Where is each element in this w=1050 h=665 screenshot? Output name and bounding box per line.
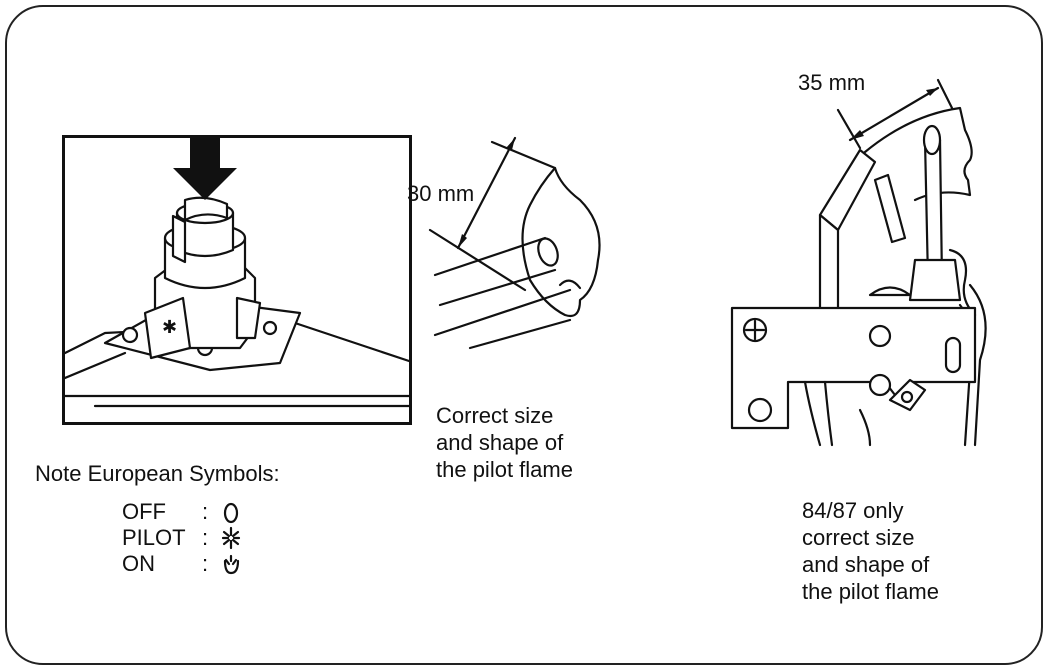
note-title: Note European Symbols: xyxy=(35,461,280,486)
control-knob-illustration: ✱ xyxy=(62,135,412,425)
pilot-bracket-35mm-drawing xyxy=(730,78,987,447)
symbol-separator: : xyxy=(202,551,209,576)
symbol-label-pilot: PILOT xyxy=(122,525,186,550)
symbol-label-off: OFF xyxy=(122,499,166,524)
symbol-row-pilot: PILOT : xyxy=(122,525,246,551)
symbol-row-on: ON : xyxy=(122,551,246,577)
pilot-flame-30mm-drawing xyxy=(428,136,601,350)
caption-line: 84/87 only xyxy=(802,498,904,523)
svg-text:✱: ✱ xyxy=(162,317,177,338)
off-symbol-icon xyxy=(220,499,246,525)
symbol-row-off: OFF : xyxy=(122,499,246,525)
flame-dimension-30mm: 30 mm xyxy=(407,181,475,206)
symbol-legend: OFF : PILOT : ON : xyxy=(122,499,246,577)
bracket-caption: 84/87 only correct size and shape of the… xyxy=(802,497,939,605)
caption-line: and shape of xyxy=(436,430,564,455)
symbol-label-on: ON xyxy=(122,551,155,576)
symbol-separator: : xyxy=(202,499,209,524)
control-knob-drawing: ✱ xyxy=(65,138,409,408)
caption-line: the pilot flame xyxy=(436,457,573,482)
flame-caption: Correct size and shape of the pilot flam… xyxy=(436,402,573,483)
caption-line: and shape of xyxy=(802,552,930,577)
symbol-separator: : xyxy=(202,525,209,550)
flame-dimension-35mm: 35 mm xyxy=(798,70,866,95)
caption-line: correct size xyxy=(802,525,915,550)
on-symbol-icon xyxy=(220,551,246,577)
caption-line: the pilot flame xyxy=(802,579,939,604)
caption-line: Correct size xyxy=(436,403,554,428)
pilot-symbol-icon xyxy=(220,525,246,551)
